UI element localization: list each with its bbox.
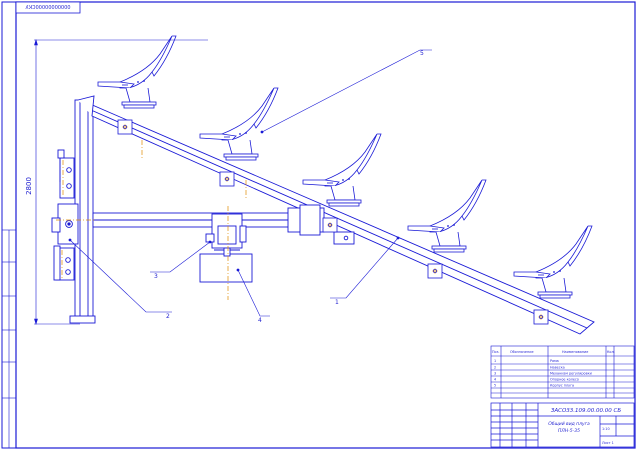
callout-1: 1 (335, 299, 339, 306)
spec-header-pos: Поз. (492, 350, 500, 354)
callout-4: 4 (258, 317, 262, 324)
spec-row-name: Корпус плуга (550, 384, 574, 388)
spec-header-designation: Обозначение (510, 350, 534, 354)
callout-5: 5 (420, 50, 424, 57)
doc-code: ЗАСО33.109.00.00.00 СБ (551, 408, 622, 414)
spec-row-name: Навеска (550, 366, 565, 370)
spec-row-name: Механизм регулировки (550, 372, 592, 376)
title-block (490, 402, 635, 448)
callout-2: 2 (166, 313, 170, 320)
spec-row-pos: 4 (494, 378, 496, 382)
support-wheel (199, 253, 253, 283)
stamp-box: 00000000000СКУ (15, 1, 81, 14)
stamp-code: 00000000000СКУ (25, 3, 70, 9)
spec-row-name: Рама (550, 359, 559, 363)
dimension-label: 2800 (25, 177, 33, 195)
dimension-2800 (34, 38, 208, 326)
spec-row-pos: 2 (494, 366, 496, 370)
plough-assembly (51, 95, 595, 335)
drawing-scale: 1:10 (602, 427, 610, 431)
spec-row-pos: 3 (494, 372, 496, 376)
spec-header-name: Наименование (562, 350, 588, 354)
spec-row-pos: 1 (494, 359, 496, 363)
spec-table (490, 345, 635, 399)
spec-header-qty: Кол. (607, 350, 615, 354)
center-lines (56, 140, 247, 300)
spec-row-pos: 5 (494, 384, 496, 388)
spec-row-name: Опорное колесо (550, 378, 579, 382)
sheet-info: Лист 1 (602, 441, 614, 445)
drawing-subtitle: ПЛН-5-35 (558, 428, 580, 434)
drawing-title: Общий вид плуга (548, 421, 590, 427)
binding-strip (2, 229, 16, 448)
drawing-frame (15, 1, 636, 449)
callout-3: 3 (154, 273, 158, 280)
leader-lines (69, 49, 432, 317)
hitch-bracket-upper (59, 157, 75, 199)
